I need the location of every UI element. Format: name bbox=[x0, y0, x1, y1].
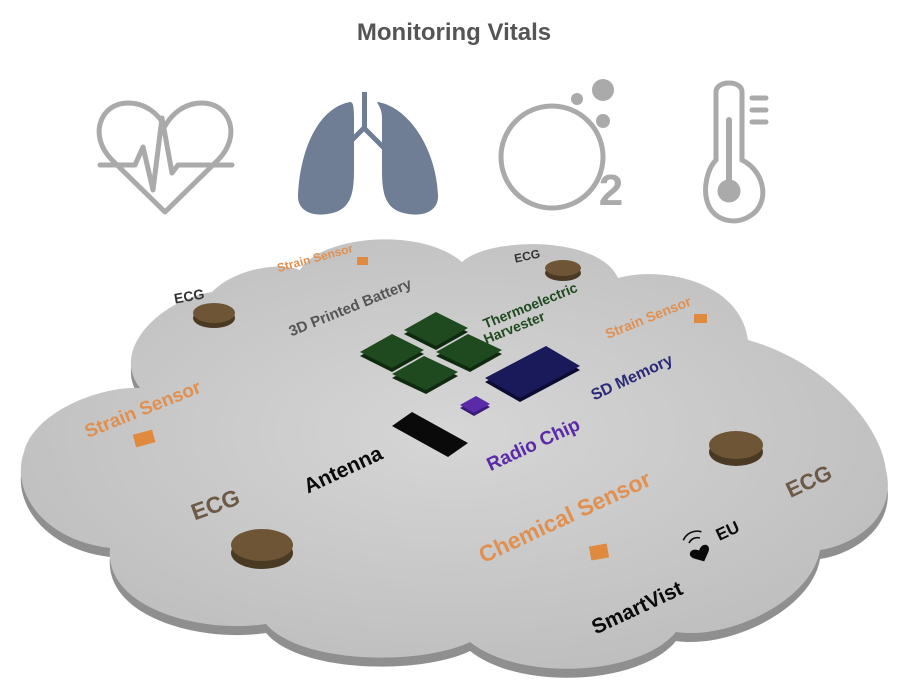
strain-sensor-right-chip bbox=[694, 314, 707, 323]
page-title: Monitoring Vitals bbox=[357, 19, 551, 46]
ecg-top-left-label: ECG bbox=[173, 286, 206, 307]
radio-chip bbox=[460, 396, 490, 416]
antenna-element bbox=[392, 412, 468, 457]
ecg-pad-top-left bbox=[193, 303, 235, 328]
sd-memory-chip bbox=[485, 346, 580, 402]
ecg-pad-top-right bbox=[545, 260, 581, 281]
oxygen-subscript-text: 2 bbox=[599, 166, 623, 215]
ecg-pad-bottom-right bbox=[709, 431, 763, 466]
ecg-top-right-label: ECG bbox=[513, 247, 541, 266]
strain-sensor-left-chip bbox=[132, 429, 156, 448]
heart-wifi-icon bbox=[682, 530, 710, 562]
strain-sensor-top-chip bbox=[357, 257, 368, 265]
ecg-pad-bottom-left bbox=[231, 529, 293, 569]
chemical-sensor-chip bbox=[588, 543, 610, 561]
thermoelectric-harvester bbox=[360, 312, 502, 394]
lungs-icon bbox=[297, 92, 439, 215]
thermometer-icon bbox=[703, 80, 769, 224]
heart-pulse-icon bbox=[96, 100, 235, 215]
oxygen-o2-icon: 2 bbox=[498, 79, 623, 215]
